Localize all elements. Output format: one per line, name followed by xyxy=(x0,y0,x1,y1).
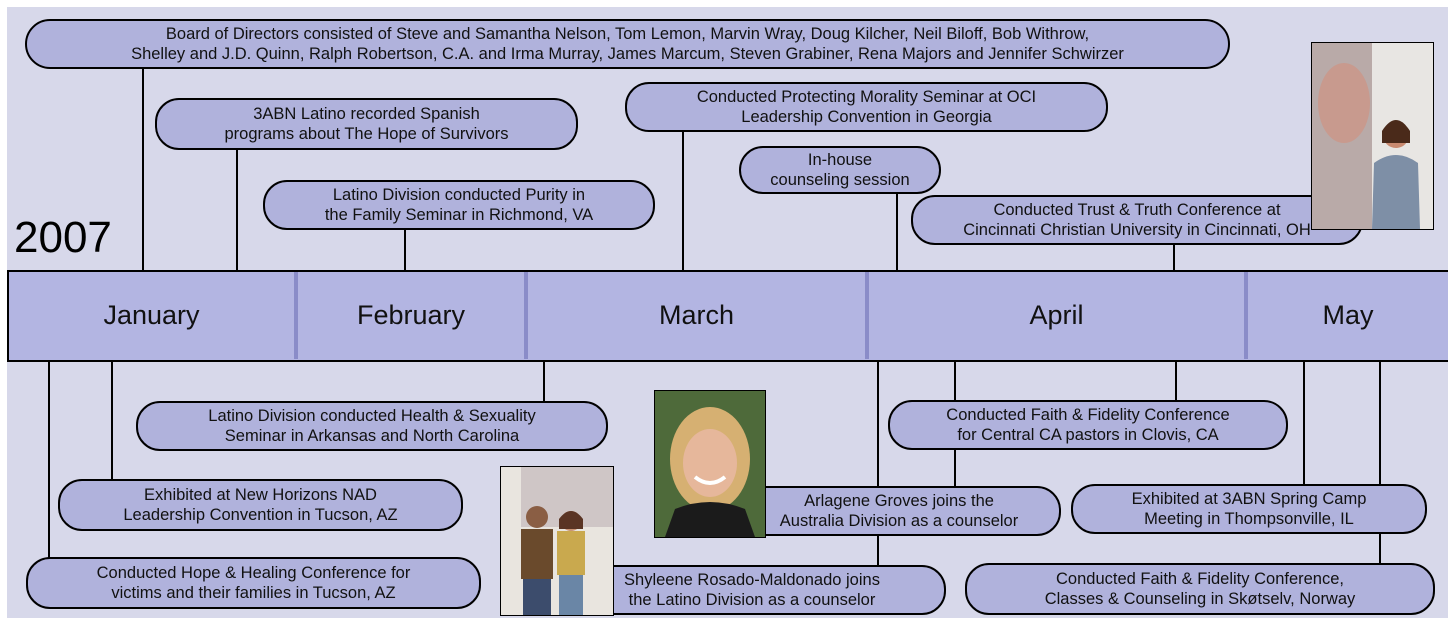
event-line: Shelley and J.D. Quinn, Ralph Robertson,… xyxy=(131,45,1124,63)
event-line: Australia Division as a counselor xyxy=(779,512,1019,530)
connector-line xyxy=(48,360,50,566)
event-line: Board of Directors consisted of Steve an… xyxy=(165,25,1090,43)
event-faith-fidelity-clovis: Conducted Faith & Fidelity Conference fo… xyxy=(888,400,1288,450)
event-line: Arlagene Groves joins the xyxy=(804,492,994,510)
event-line: Leadership Convention in Georgia xyxy=(741,108,992,126)
event-line: Latino Division conducted Health & Sexua… xyxy=(208,407,536,425)
month-divider xyxy=(865,272,869,359)
event-line: Conducted Protecting Morality Seminar at… xyxy=(696,88,1037,106)
event-line: Exhibited at New Horizons NAD xyxy=(144,486,377,504)
event-line: In-house xyxy=(807,151,873,169)
event-line: Leadership Convention in Tucson, AZ xyxy=(123,506,398,524)
event-line: the Latino Division as a counselor xyxy=(628,591,876,609)
event-board-of-directors: Board of Directors consisted of Steve an… xyxy=(25,19,1230,69)
event-line: Cincinnati Christian University in Cinci… xyxy=(963,221,1311,239)
photo-woman-exhibit xyxy=(1311,42,1434,230)
photo-woman-portrait xyxy=(654,390,766,538)
event-line-text: Latino Division conducted Purity in xyxy=(332,186,586,204)
event-purity-in-the-family: Latino Division conducted Purity in the … xyxy=(263,180,655,230)
event-line: Conducted Faith & Fidelity Conference, xyxy=(1056,570,1344,588)
month-divider xyxy=(294,272,298,359)
month-may: May xyxy=(1322,300,1374,330)
connector-line xyxy=(111,360,113,482)
event-3abn-latino-recorded: 3ABN Latino recorded Spanish programs ab… xyxy=(155,98,578,150)
connector-line xyxy=(1173,244,1175,272)
event-line: Shyleene Rosado-Maldonado joins xyxy=(624,571,880,589)
event-line: Conducted Hope & Healing Conference for xyxy=(96,564,411,582)
connector-line xyxy=(404,228,406,272)
event-line: Classes & Counseling in Skøtselv, Norway xyxy=(1044,590,1356,608)
connector-line xyxy=(543,360,545,402)
event-line: Meeting in Thompsonville, IL xyxy=(1144,510,1354,528)
event-new-horizons: Exhibited at New Horizons NAD Leadership… xyxy=(58,479,463,531)
event-line: Latino Division conducted Purity in xyxy=(333,185,585,205)
event-in-house-counseling: In-house counseling session xyxy=(739,146,941,194)
month-march: March xyxy=(658,300,734,330)
event-3abn-spring-camp: Exhibited at 3ABN Spring Camp Meeting in… xyxy=(1071,484,1427,534)
event-line: Conducted Trust & Truth Conference at xyxy=(993,201,1281,219)
month-divider xyxy=(1244,272,1248,359)
event-line: for Central CA pastors in Clovis, CA xyxy=(957,426,1219,444)
month-april: April xyxy=(1029,300,1084,330)
event-arlagene-joins: Arlagene Groves joins the Australia Divi… xyxy=(737,486,1061,536)
connector-line xyxy=(142,66,144,272)
event-trust-and-truth: Conducted Trust & Truth Conference at Ci… xyxy=(911,195,1363,245)
month-january: January xyxy=(103,300,200,330)
connector-line xyxy=(1175,360,1177,402)
event-shyleene-joins: Shyleene Rosado-Maldonado joins the Lati… xyxy=(558,565,946,615)
connector-line xyxy=(682,130,684,272)
month-february: February xyxy=(356,300,466,330)
event-protecting-morality: Conducted Protecting Morality Seminar at… xyxy=(625,82,1108,132)
connector-line xyxy=(896,190,898,272)
event-line: victims and their families in Tucson, AZ xyxy=(111,584,396,602)
event-line: Conducted Faith & Fidelity Conference xyxy=(946,406,1230,424)
connector-line xyxy=(236,148,238,272)
event-hope-and-healing: Conducted Hope & Healing Conference for … xyxy=(26,557,481,609)
photo-couple xyxy=(500,466,614,616)
connector-line xyxy=(1379,360,1381,566)
event-line: counseling session xyxy=(770,171,910,189)
month-bar: January February March April May xyxy=(7,270,1448,362)
event-line: 3ABN Latino recorded Spanish xyxy=(253,105,480,123)
event-faith-fidelity-norway: Conducted Faith & Fidelity Conference, C… xyxy=(965,563,1435,615)
event-health-and-sexuality: Latino Division conducted Health & Sexua… xyxy=(136,401,608,451)
year-label: 2007 xyxy=(14,213,112,262)
event-line: Exhibited at 3ABN Spring Camp xyxy=(1131,490,1367,508)
event-line: Seminar in Arkansas and North Carolina xyxy=(224,427,520,445)
connector-line xyxy=(877,360,879,572)
month-divider xyxy=(524,272,528,359)
connector-line xyxy=(1303,360,1305,486)
event-line: programs about The Hope of Survivors xyxy=(224,125,509,143)
event-line: the Family Seminar in Richmond, VA xyxy=(324,206,594,224)
